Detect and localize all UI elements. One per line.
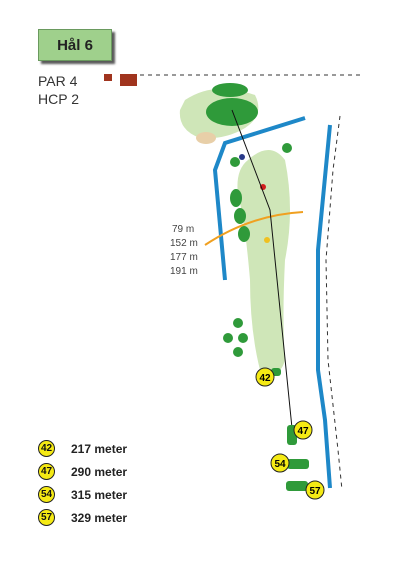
map-badge-42: 42 — [255, 367, 275, 387]
tee-badge: 47 — [38, 463, 55, 480]
boundary-right — [325, 115, 343, 491]
water-left — [212, 116, 306, 281]
green — [206, 98, 258, 126]
map-badge-57: 57 — [305, 480, 325, 500]
marker-blue — [239, 154, 245, 160]
svg-text:57: 57 — [309, 486, 321, 497]
green-back — [212, 83, 248, 97]
tee-distance: 290 meter — [71, 464, 128, 479]
boundary-post-small — [104, 74, 112, 81]
map-badge-54: 54 — [270, 453, 290, 473]
svg-text:42: 42 — [259, 373, 271, 384]
distance-label-3: 177 m — [170, 252, 198, 263]
hazard-line — [204, 211, 304, 246]
trees — [223, 143, 292, 357]
tee-badge: 57 — [38, 509, 55, 526]
fairway-hazard-3 — [238, 226, 250, 242]
svg-text:54: 54 — [274, 459, 286, 470]
distance-label-2: 152 m — [170, 238, 198, 249]
hole-label: Hål 6 — [38, 29, 112, 61]
fairway — [237, 150, 290, 374]
svg-text:47: 47 — [297, 426, 309, 437]
tee-distance: 217 meter — [71, 441, 128, 456]
hcp-text: HCP 2 — [38, 91, 79, 107]
tee-box-57 — [286, 481, 308, 491]
par-text: PAR 4 — [38, 73, 78, 89]
legend-item: 57 329 meter — [38, 506, 127, 529]
fairway-hazard-2 — [234, 208, 246, 224]
boundary-post-large — [120, 74, 137, 86]
map-badge-47: 47 — [293, 420, 313, 440]
legend-item: 42 217 meter — [38, 437, 127, 460]
distance-label-1: 79 m — [172, 224, 195, 235]
marker-yellow — [264, 237, 270, 243]
legend-item: 47 290 meter — [38, 460, 127, 483]
play-line — [231, 109, 293, 429]
bunker-green — [196, 132, 216, 144]
tee-box-54 — [287, 459, 309, 469]
fairway-hazard-1 — [230, 189, 242, 207]
water-right — [316, 124, 332, 489]
tee-distance: 329 meter — [71, 510, 128, 525]
hole-info: PAR 4 HCP 2 — [38, 72, 79, 108]
tee-badge: 54 — [38, 486, 55, 503]
tee-legend: 42 217 meter 47 290 meter 54 315 meter 5… — [38, 437, 127, 529]
distance-label-4: 191 m — [170, 266, 198, 277]
tee-badge: 42 — [38, 440, 55, 457]
legend-item: 54 315 meter — [38, 483, 127, 506]
tee-distance: 315 meter — [71, 487, 128, 502]
